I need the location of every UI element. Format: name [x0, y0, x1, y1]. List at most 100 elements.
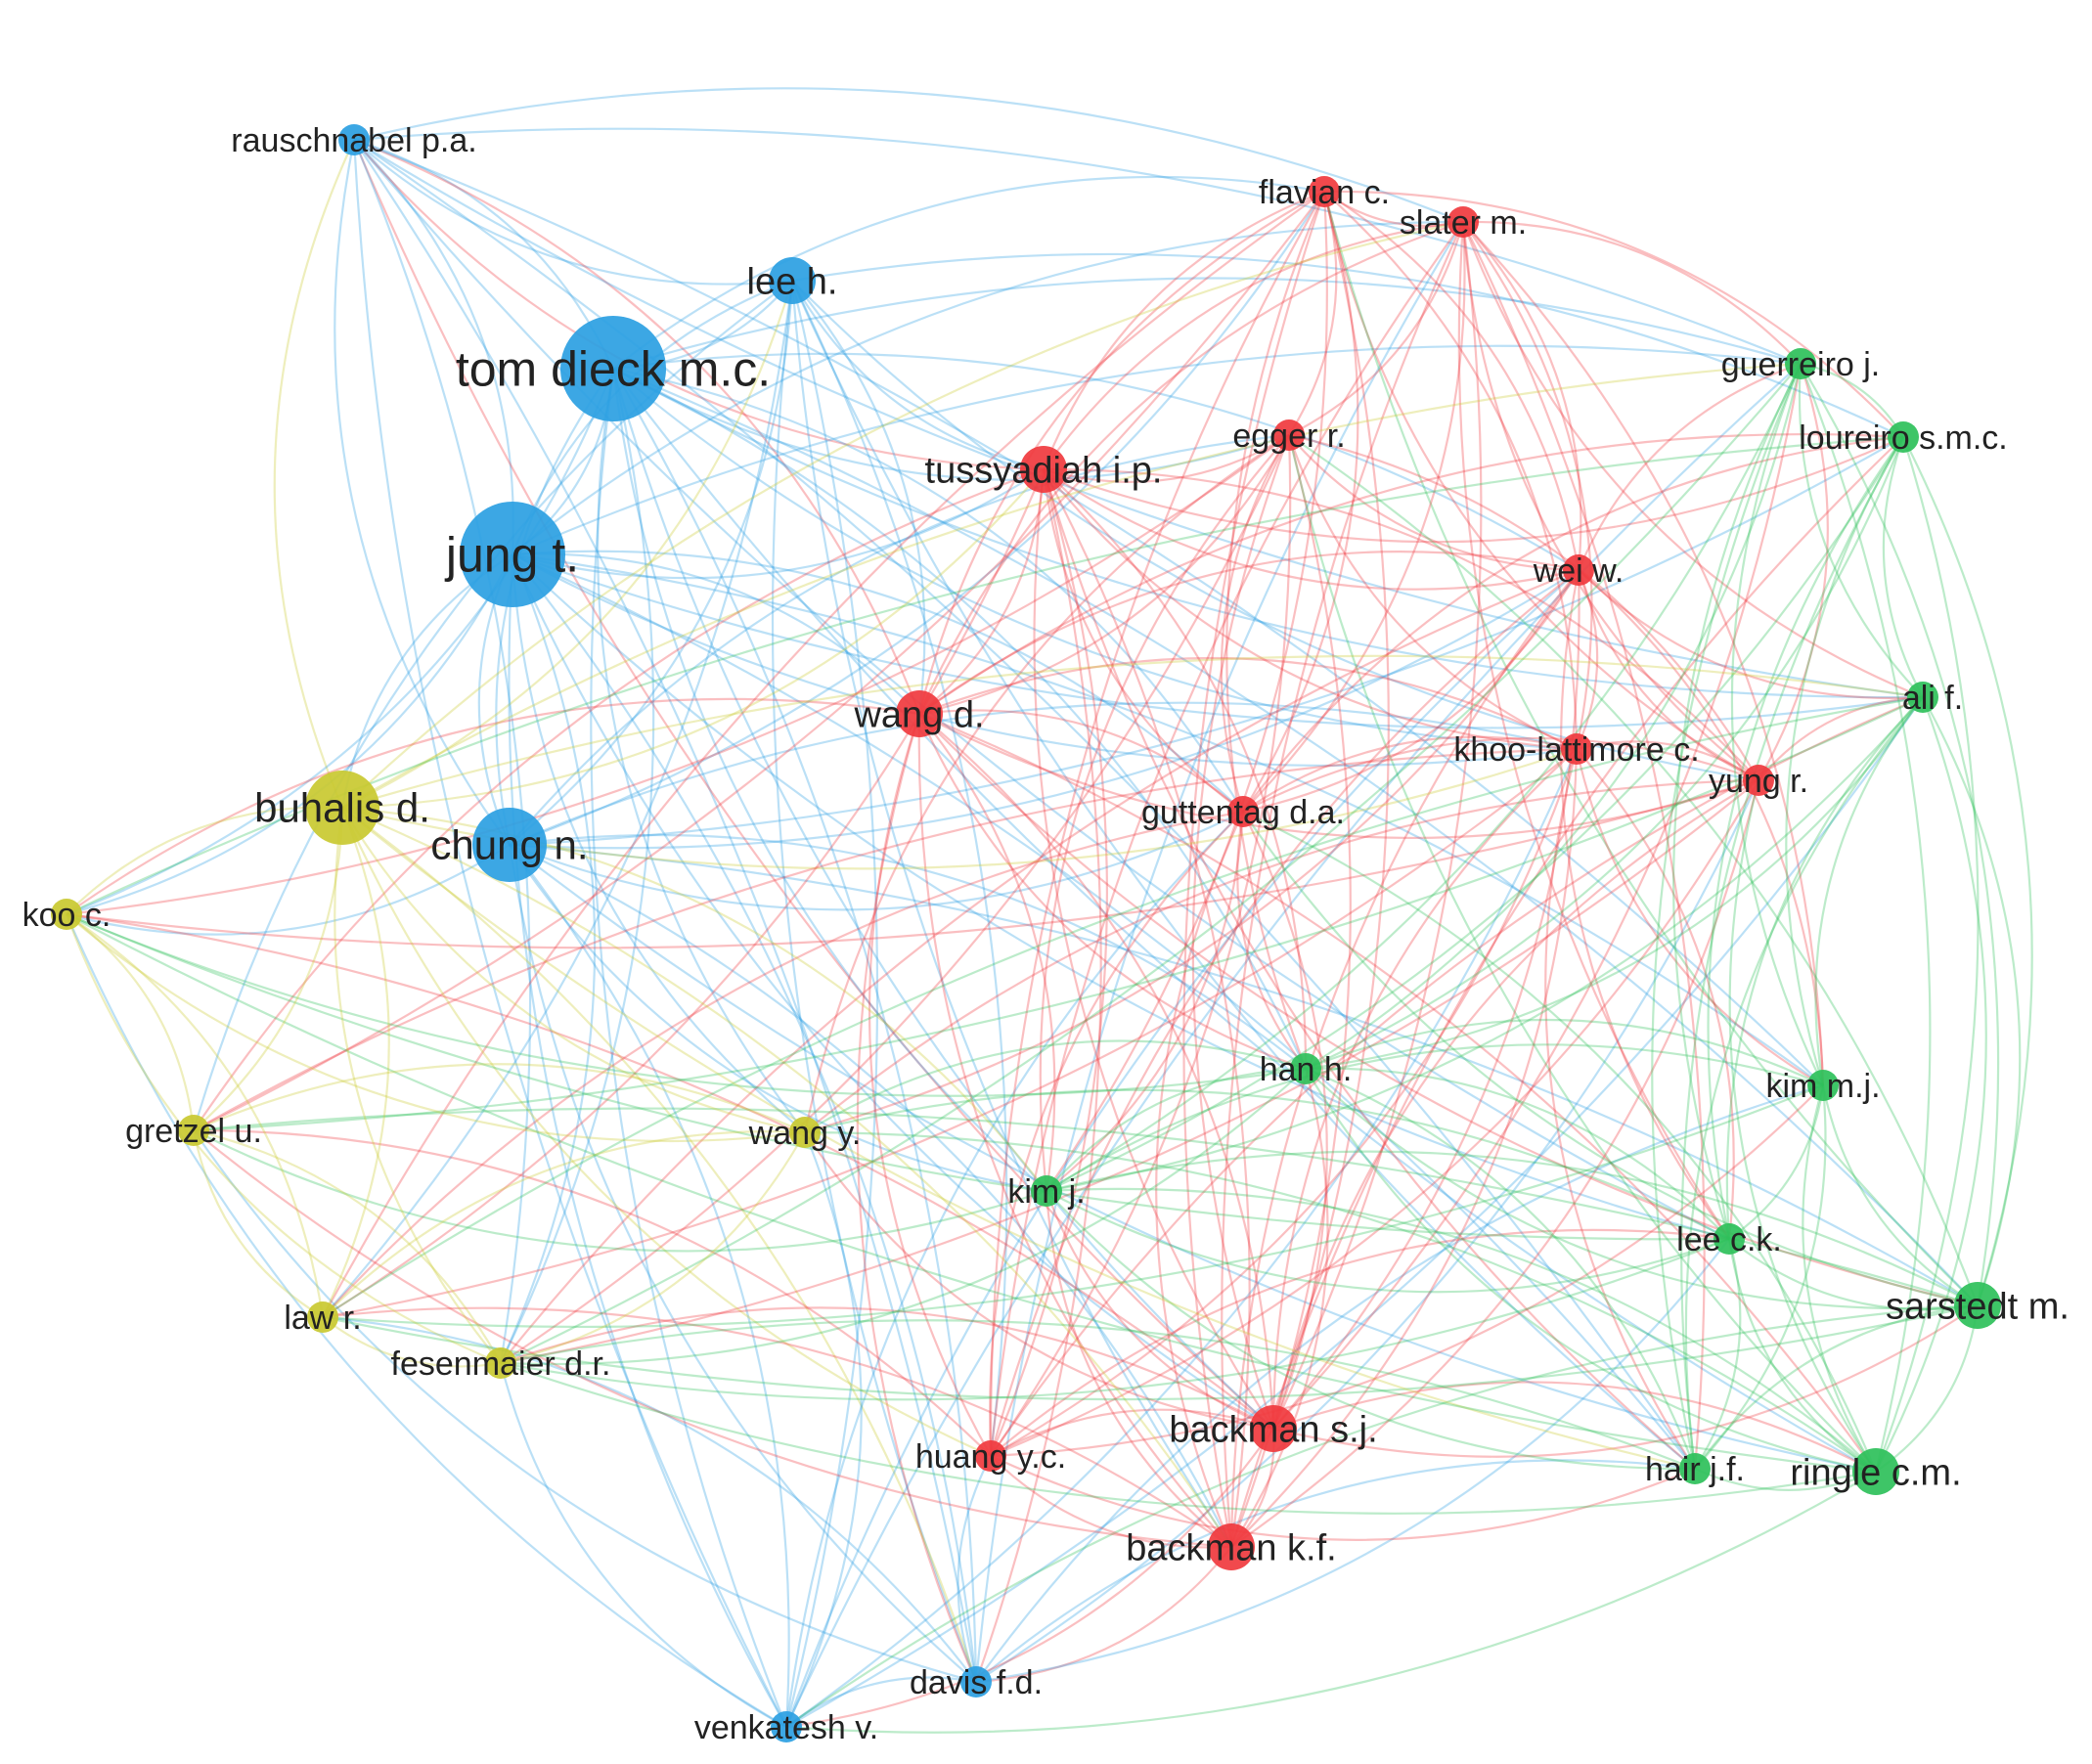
- network-edge: [918, 434, 1290, 716]
- network-edge: [1730, 363, 1824, 1086]
- network-edge: [1236, 811, 1307, 1070]
- node-backmansj[interactable]: [1250, 1405, 1297, 1452]
- node-huang[interactable]: [975, 1440, 1006, 1472]
- network-edge: [1242, 435, 1904, 813]
- node-leeck[interactable]: [1714, 1223, 1745, 1255]
- node-flavian[interactable]: [1309, 176, 1340, 207]
- network-edge: [511, 553, 1274, 1430]
- network-edge: [509, 843, 1979, 1306]
- node-egger[interactable]: [1273, 419, 1305, 451]
- network-edge: [1221, 221, 1465, 1548]
- node-slater[interactable]: [1447, 206, 1479, 238]
- network-edge: [1230, 1068, 1329, 1548]
- network-edge: [612, 368, 978, 1683]
- network-edge: [1046, 696, 1924, 1193]
- node-ringle[interactable]: [1852, 1448, 1899, 1495]
- node-wangy[interactable]: [789, 1117, 821, 1148]
- network-edge: [512, 468, 1045, 580]
- network-edge: [322, 1083, 1824, 1328]
- network-edge: [1322, 191, 1979, 1306]
- network-edge: [1272, 1304, 1979, 1458]
- network-edge: [1575, 748, 1824, 1086]
- network-edge: [856, 713, 978, 1683]
- network-edge: [1046, 1067, 1307, 1192]
- node-lawr[interactable]: [307, 1301, 338, 1333]
- network-edge: [1694, 1084, 1827, 1470]
- network-edge: [804, 1131, 1274, 1431]
- network-edge: [1694, 1238, 1742, 1470]
- network-edge: [1305, 1067, 1697, 1470]
- node-khoo[interactable]: [1561, 733, 1592, 765]
- network-edge: [341, 806, 1047, 1192]
- node-yungr[interactable]: [1743, 765, 1774, 796]
- network-edge: [790, 280, 1232, 1548]
- network-edge: [1288, 434, 1980, 1306]
- network-edge: [1462, 221, 1593, 750]
- network-edge: [1287, 434, 1877, 1473]
- node-davis[interactable]: [960, 1666, 992, 1698]
- network-edge: [1042, 468, 1244, 813]
- network-edge: [1758, 695, 1924, 781]
- node-gretzel[interactable]: [178, 1115, 209, 1146]
- network-edge: [353, 139, 978, 1683]
- network-edge: [975, 1546, 1232, 1684]
- network-edge: [353, 139, 1924, 699]
- node-hanh[interactable]: [1290, 1053, 1321, 1084]
- node-label-chungn: chung n.: [430, 822, 588, 868]
- network-edge: [1271, 748, 1578, 1430]
- network-edge: [590, 368, 788, 1728]
- network-edge: [974, 468, 1102, 1683]
- node-kimj[interactable]: [1031, 1175, 1062, 1207]
- network-edge: [1242, 569, 1580, 814]
- node-backmankf[interactable]: [1208, 1523, 1255, 1570]
- network-edge: [1577, 569, 1759, 781]
- node-kooc[interactable]: [51, 899, 82, 930]
- node-rauschnabel[interactable]: [338, 124, 370, 155]
- node-loureiro[interactable]: [1888, 421, 1919, 453]
- network-edge: [509, 844, 790, 1728]
- node-fesenmaier[interactable]: [485, 1347, 516, 1379]
- network-edge: [1462, 220, 1802, 365]
- network-edge: [1305, 363, 1803, 1070]
- network-edge: [508, 844, 977, 1683]
- node-label-alif: ali f.: [1902, 680, 1963, 717]
- network-edge: [509, 833, 1307, 1070]
- node-tomdieck[interactable]: [560, 316, 666, 421]
- node-buhalis[interactable]: [305, 771, 379, 845]
- node-guttentag[interactable]: [1227, 796, 1259, 827]
- network-edge: [1046, 1187, 1877, 1473]
- network-edge: [1043, 220, 1464, 470]
- network-edge: [1242, 736, 1759, 813]
- network-edge: [1323, 191, 1579, 750]
- network-edge: [612, 368, 1290, 481]
- node-leeh[interactable]: [769, 257, 816, 304]
- node-guerreiro[interactable]: [1785, 348, 1816, 379]
- network-edge: [499, 553, 597, 1364]
- network-edge: [352, 139, 532, 1364]
- network-edge: [322, 1130, 806, 1318]
- network-edge: [193, 1128, 502, 1364]
- network-edge: [322, 191, 1325, 1318]
- node-kimmj[interactable]: [1807, 1070, 1839, 1101]
- node-alif[interactable]: [1907, 682, 1938, 713]
- network-edge: [341, 806, 1232, 1548]
- node-tussyadiah[interactable]: [1020, 446, 1067, 493]
- node-sarstedt[interactable]: [1954, 1282, 2001, 1329]
- network-edge: [509, 569, 1580, 850]
- network-edge: [193, 1129, 1232, 1549]
- node-venkatesh[interactable]: [771, 1711, 802, 1742]
- network-edge: [1155, 811, 1244, 1548]
- node-weiw[interactable]: [1563, 554, 1594, 586]
- node-jungt[interactable]: [460, 502, 565, 607]
- network-edge: [990, 1455, 1696, 1541]
- node-wangd[interactable]: [896, 690, 943, 737]
- network-edge: [1922, 696, 2022, 1306]
- node-label-huang: huang y.c.: [915, 1438, 1066, 1476]
- network-edge: [791, 280, 1008, 1457]
- node-label-venkatesh: venkatesh v.: [694, 1709, 878, 1746]
- network-edge: [611, 368, 1274, 1430]
- node-hair[interactable]: [1679, 1453, 1711, 1484]
- node-chungn[interactable]: [472, 808, 547, 882]
- network-edge: [612, 367, 1979, 1306]
- network-edge: [1033, 468, 1274, 1430]
